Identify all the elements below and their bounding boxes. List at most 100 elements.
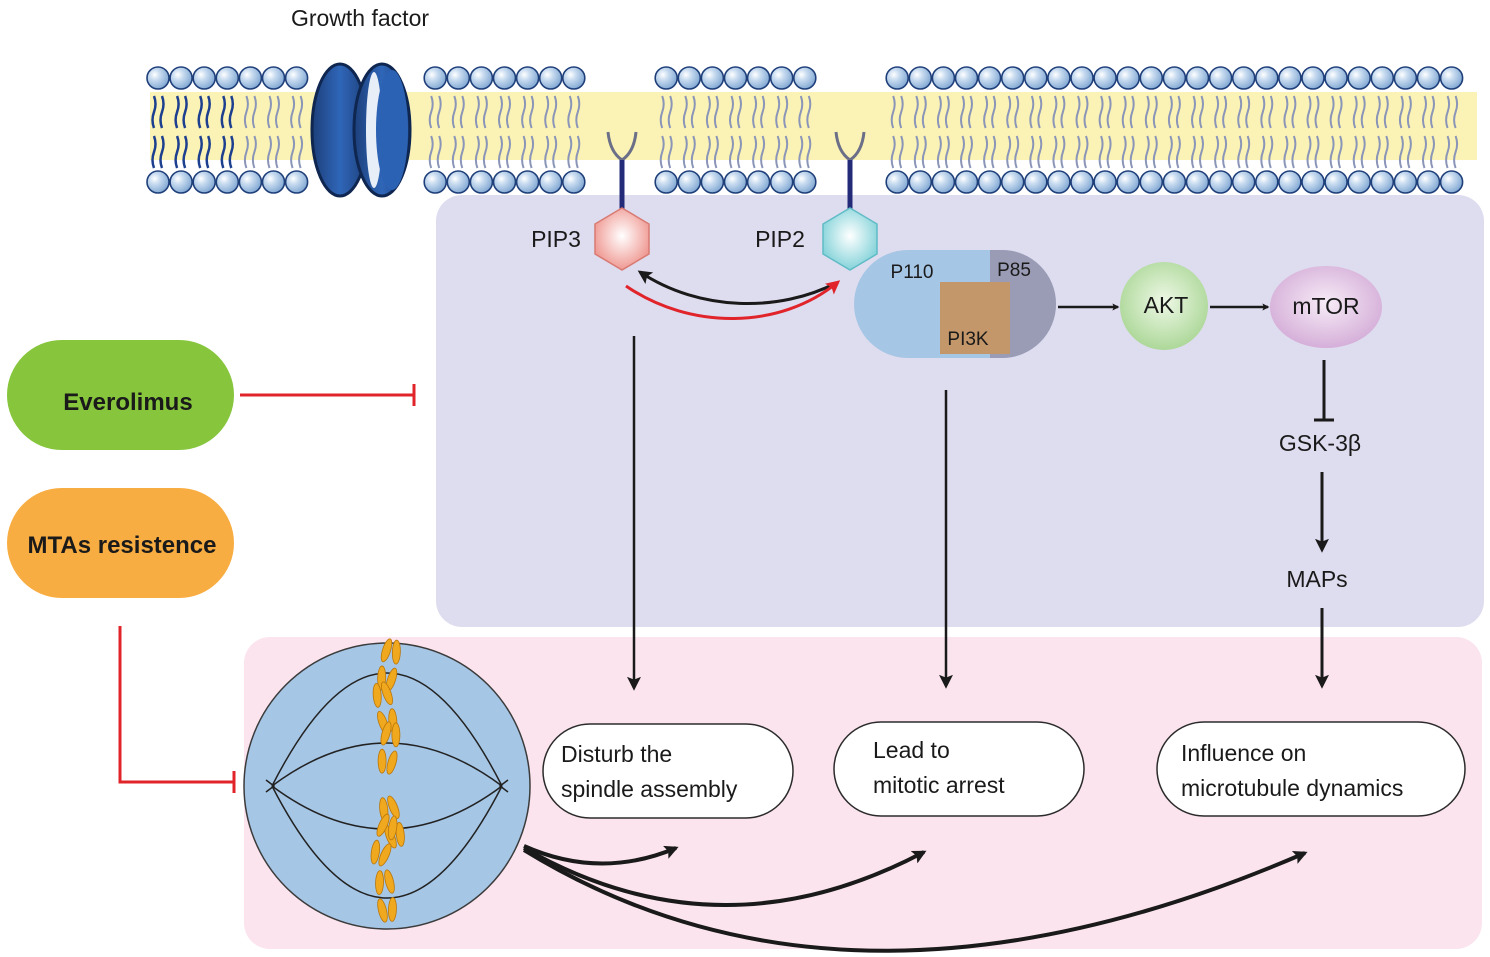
lipid-tail: [1214, 95, 1220, 129]
outcome-microtubule-box: [1156, 721, 1466, 817]
lipid-tail: [436, 95, 442, 129]
chromosome: [377, 638, 401, 692]
lipid-tail: [806, 95, 812, 129]
lipid-tail: [1152, 95, 1158, 129]
lipid-head: [238, 170, 263, 194]
lipid-head: [538, 170, 563, 194]
lipid-head: [723, 170, 748, 194]
outcome-arrest-text: Lead to mitotic arrest: [873, 737, 1005, 798]
lipid-tail: [1098, 95, 1104, 129]
lipid-tail: [667, 135, 673, 169]
lipid-tail: [890, 135, 896, 169]
lipid-head: [792, 66, 817, 90]
lipid-tail: [544, 95, 550, 129]
lipid-head: [885, 66, 910, 90]
lipid-tail: [752, 95, 758, 129]
lipid-head: [492, 170, 517, 194]
lipid-tail: [1175, 135, 1181, 169]
lipid-tail: [459, 135, 465, 169]
lipid-head: [677, 66, 702, 90]
lipid-head: [977, 66, 1002, 90]
lipid-tail: [482, 135, 488, 169]
lipid-tail: [1383, 135, 1389, 169]
lipid-head: [1000, 170, 1025, 194]
lipid-tail: [529, 135, 535, 169]
lipid-tail: [1430, 135, 1435, 169]
lipid-head: [261, 170, 286, 194]
lipid-tail: [1037, 135, 1043, 169]
outcome-arrest-box: [833, 721, 1085, 817]
lipid-head: [769, 170, 794, 194]
lipid-tail: [1106, 135, 1112, 169]
lipid-tail: [506, 135, 511, 169]
lipid-tail: [1052, 95, 1058, 129]
lipid-tail: [659, 95, 665, 129]
lipid-head: [446, 170, 471, 194]
lipid-tail: [1268, 95, 1274, 129]
lipid-head: [169, 66, 193, 90]
lipid-tail: [944, 95, 950, 129]
lipid-tail: [1422, 95, 1427, 129]
lipid-tail: [1098, 135, 1104, 169]
lipid-tail: [290, 95, 296, 129]
lipid-head: [1370, 66, 1395, 90]
lipid-tail: [783, 135, 789, 169]
lipid-tail: [1006, 135, 1012, 169]
lipid-tail: [243, 95, 249, 129]
lipid-head: [423, 66, 448, 90]
lipid-tail: [251, 135, 257, 169]
p85-label: P85: [997, 260, 1031, 281]
cell-to-spindle-arrow: [523, 844, 679, 866]
lipid-tail: [1337, 95, 1343, 129]
lipid-tail: [705, 95, 711, 129]
lipid-tail: [1121, 95, 1127, 129]
gsk-label: GSK-3β: [1279, 430, 1361, 456]
lipid-tail: [775, 135, 781, 169]
lipid-tail: [498, 95, 503, 129]
lipid-tail: [275, 135, 280, 169]
lipid-head: [1347, 170, 1371, 194]
mtas-label: MTAs resistence: [28, 532, 217, 559]
lipid-head: [192, 66, 216, 90]
lipid-tail: [1052, 135, 1058, 169]
lipid-tail: [890, 95, 896, 129]
lipid-tail: [1430, 95, 1435, 129]
lipid-tail: [1291, 95, 1297, 129]
lipid-head: [1116, 170, 1140, 194]
lipid-head: [1093, 170, 1117, 194]
lipid-tail: [1014, 135, 1020, 169]
lipid-tail: [451, 95, 457, 129]
lipid-tail: [575, 135, 581, 169]
lipid-tail: [275, 95, 280, 129]
lipid-tail: [1121, 135, 1127, 169]
lipid-tail: [1314, 95, 1320, 129]
lipid-head: [769, 66, 794, 90]
lipid-head: [1416, 170, 1441, 194]
lipid-head: [746, 66, 771, 90]
lipid-tail: [182, 95, 188, 129]
lipid-head: [1162, 170, 1187, 194]
lipid-head: [1070, 66, 1094, 90]
outcome-spindle-text: Disturb the spindle assembly: [561, 741, 738, 802]
lipid-tail: [659, 135, 665, 169]
lipid-tail: [298, 135, 304, 169]
lipid-head: [1255, 66, 1279, 90]
lipid-head: [1231, 170, 1256, 194]
lipid-tail: [798, 95, 804, 129]
lipid-tail: [521, 135, 527, 169]
lipid-head: [908, 170, 933, 194]
lipid-tail: [1329, 95, 1335, 129]
lipid-head: [977, 170, 1002, 194]
lipid-tail: [682, 95, 688, 129]
lipid-head: [931, 66, 956, 90]
lipid-head: [1047, 170, 1071, 194]
cytoplasm-panel: [436, 195, 1484, 627]
maps-label: MAPs: [1286, 566, 1347, 592]
lipid-head: [215, 66, 240, 90]
lipid-head: [469, 66, 494, 90]
lipid-head: [654, 66, 679, 90]
lipid-tail: [159, 95, 165, 129]
lipid-tail: [991, 95, 997, 129]
lipid-head: [1162, 66, 1187, 90]
cell-to-arrest-arrow: [523, 846, 927, 907]
